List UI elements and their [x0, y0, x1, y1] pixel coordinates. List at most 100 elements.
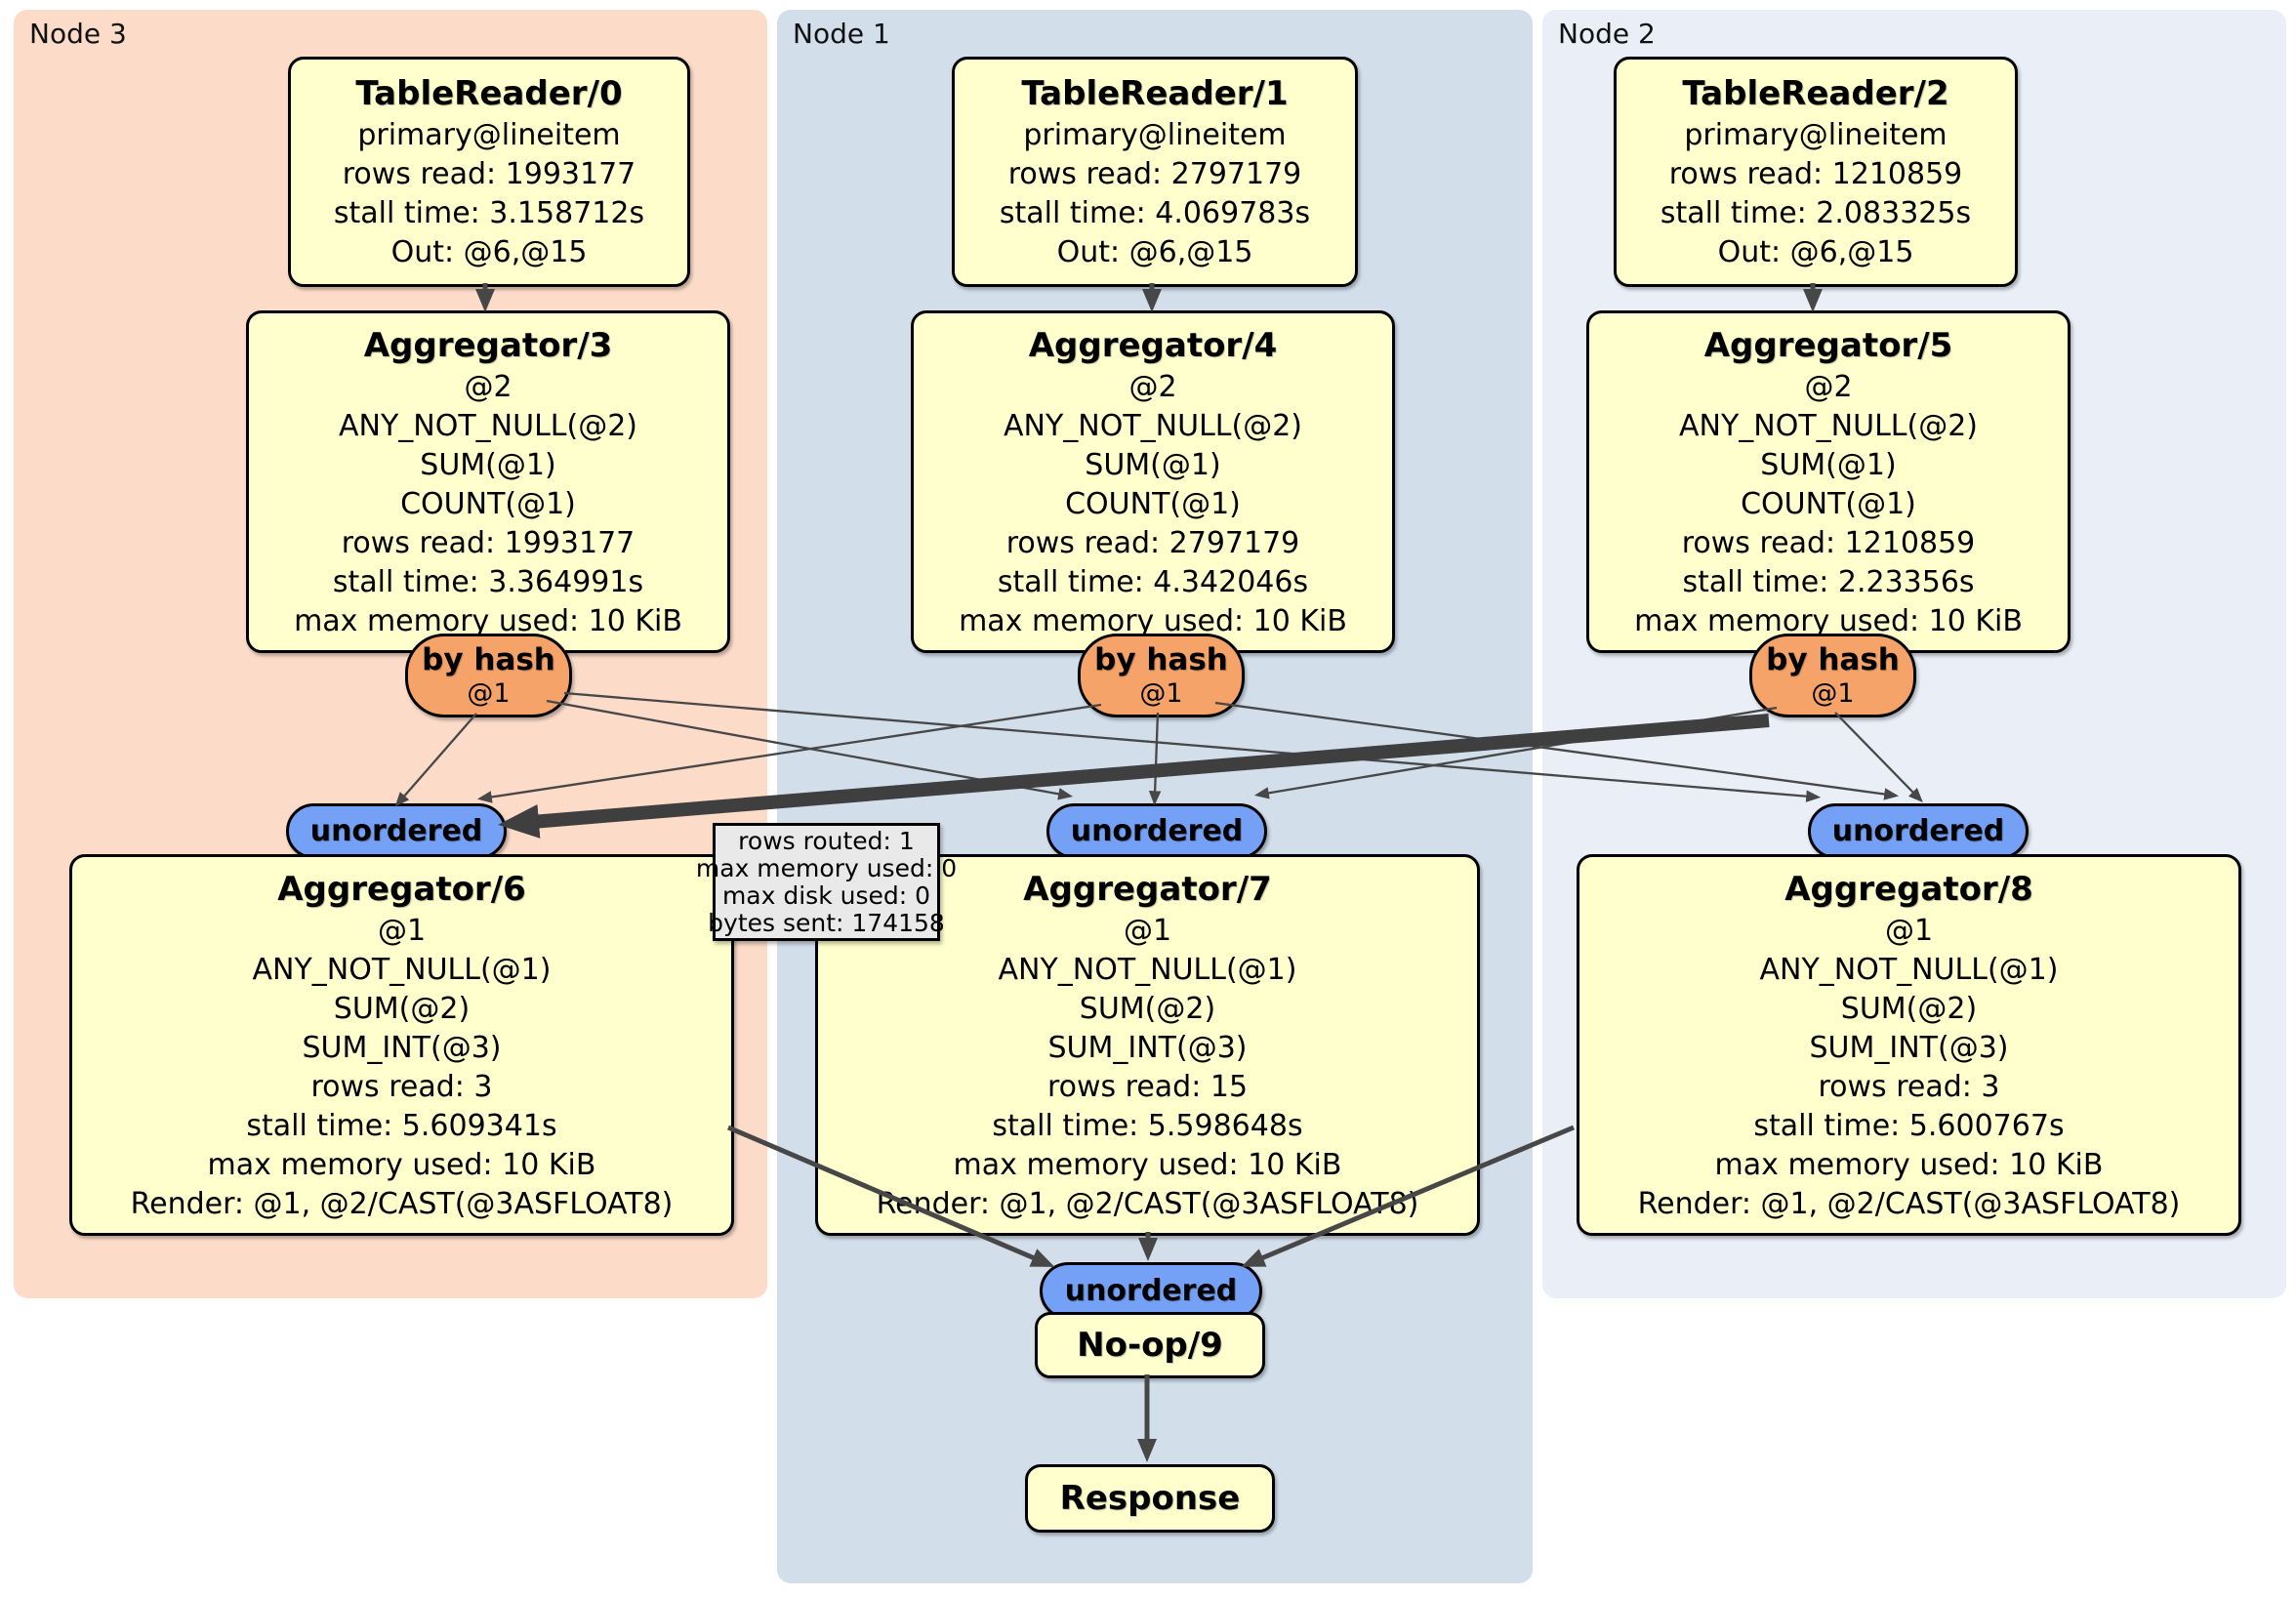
- detail-line: max memory used: 10 KiB: [207, 1147, 596, 1182]
- node-title: Aggregator/3: [363, 325, 613, 365]
- detail-line: rows read: 3: [1818, 1069, 2000, 1104]
- detail-line: max memory used: 10 KiB: [953, 1147, 1342, 1182]
- router-key: @1: [467, 678, 511, 709]
- detail-line: SUM(@1): [420, 447, 556, 482]
- hash-router-node2[interactable]: by hash @1: [1749, 634, 1916, 717]
- detail-line: stall time: 5.609341s: [246, 1108, 557, 1143]
- detail-line: SUM(@2): [1840, 991, 1978, 1026]
- router-label: by hash: [1766, 642, 1900, 677]
- detail-line: Render: @1, @2/CAST(@3ASFLOAT8): [130, 1186, 674, 1221]
- detail-line: stall time: 3.364991s: [332, 564, 644, 599]
- node-title: Aggregator/4: [1028, 325, 1278, 365]
- detail-line: SUM_INT(@3): [302, 1030, 502, 1065]
- node-title: Aggregator/8: [1784, 869, 2033, 909]
- detail-line: @1: [1123, 913, 1172, 948]
- detail-line: Out: @6,@15: [1717, 235, 1914, 269]
- detail-line: @1: [1884, 913, 1934, 948]
- detail-line: @2: [1128, 369, 1177, 404]
- node-title: Aggregator/7: [1023, 869, 1272, 909]
- detail-line: @2: [464, 369, 512, 404]
- node2-panel-label: Node 2: [1558, 18, 1656, 50]
- detail-line: ANY_NOT_NULL(@2): [1679, 408, 1978, 443]
- detail-line: COUNT(@1): [1065, 486, 1241, 521]
- hash-router-node1[interactable]: by hash @1: [1078, 634, 1245, 717]
- detail-line: SUM_INT(@3): [1809, 1030, 2009, 1065]
- detail-line: rows read: 15: [1046, 1069, 1249, 1104]
- node-title: TableReader/0: [355, 74, 623, 113]
- detail-line: rows read: 1210859: [1681, 525, 1976, 560]
- detail-line: Render: @1, @2/CAST(@3ASFLOAT8): [876, 1186, 1419, 1221]
- detail-line: Out: @6,@15: [390, 235, 588, 269]
- detail-line: stall time: 5.598648s: [992, 1108, 1303, 1143]
- detail-line: COUNT(@1): [1741, 486, 1916, 521]
- node1-panel-label: Node 1: [793, 18, 890, 50]
- detail-line: stall time: 5.600767s: [1753, 1108, 2065, 1143]
- hash-router-node3[interactable]: by hash @1: [405, 634, 572, 717]
- detail-line: @2: [1804, 369, 1853, 404]
- detail-line: Render: @1, @2/CAST(@3ASFLOAT8): [1637, 1186, 2181, 1221]
- router-label: by hash: [422, 642, 555, 677]
- node-title: TableReader/1: [1021, 74, 1289, 113]
- detail-line: max disk used: 0: [721, 880, 931, 910]
- node-title: No-op/9: [1077, 1326, 1223, 1365]
- router-key: @1: [1139, 678, 1183, 709]
- detail-line: max memory used: 0: [695, 853, 958, 882]
- detail-line: rows read: 2797179: [1007, 157, 1302, 191]
- detail-line: ANY_NOT_NULL(@1): [1759, 952, 2059, 987]
- detail-line: ANY_NOT_NULL(@1): [252, 952, 552, 987]
- router-label: by hash: [1094, 642, 1228, 677]
- detail-line: rows read: 3: [310, 1069, 493, 1104]
- detail-line: rows read: 1993177: [342, 157, 636, 191]
- node-title: Aggregator/5: [1703, 325, 1953, 365]
- detail-line: ANY_NOT_NULL(@1): [998, 952, 1297, 987]
- detail-line: SUM(@2): [1079, 991, 1216, 1026]
- unordered-sync-node2[interactable]: unordered: [1808, 803, 2029, 859]
- detail-line: stall time: 4.342046s: [997, 564, 1309, 599]
- detail-line: bytes sent: 174158: [708, 908, 945, 937]
- noop-9-node[interactable]: No-op/9: [1035, 1312, 1265, 1378]
- detail-line: ANY_NOT_NULL(@2): [339, 408, 637, 443]
- unordered-sync-node1[interactable]: unordered: [1046, 803, 1267, 859]
- detail-line: rows read: 1210859: [1668, 157, 1963, 191]
- detail-line: COUNT(@1): [400, 486, 576, 521]
- detail-line: primary@lineitem: [1023, 118, 1287, 152]
- detail-line: rows routed: 1: [738, 826, 915, 855]
- response-node[interactable]: Response: [1025, 1464, 1275, 1533]
- unordered-sync-node3[interactable]: unordered: [286, 803, 507, 859]
- sync-label: unordered: [1070, 814, 1244, 848]
- router-key: @1: [1811, 678, 1855, 709]
- detail-line: SUM(@1): [1760, 447, 1897, 482]
- detail-line: stall time: 3.158712s: [333, 196, 645, 230]
- detail-line: SUM(@2): [333, 991, 471, 1026]
- node3-panel-label: Node 3: [29, 18, 127, 50]
- node-title: Response: [1059, 1479, 1241, 1518]
- tablereader-1-node[interactable]: TableReader/1 primary@lineitem rows read:…: [952, 57, 1358, 287]
- detail-line: rows read: 2797179: [1005, 525, 1300, 560]
- sync-label: unordered: [1831, 814, 2005, 848]
- detail-line: @1: [377, 913, 427, 948]
- detail-line: max memory used: 10 KiB: [1634, 603, 2023, 638]
- detail-line: rows read: 1993177: [341, 525, 636, 560]
- node-title: TableReader/2: [1682, 74, 1949, 113]
- detail-line: max memory used: 10 KiB: [1714, 1147, 2104, 1182]
- sync-label: unordered: [309, 814, 483, 848]
- node-title: Aggregator/6: [277, 869, 526, 909]
- detail-line: stall time: 4.069783s: [999, 196, 1311, 230]
- detail-line: max memory used: 10 KiB: [959, 603, 1347, 638]
- detail-line: Out: @6,@15: [1056, 235, 1253, 269]
- node-details: primary@lineitem rows read: 2797179 stall …: [1000, 116, 1310, 272]
